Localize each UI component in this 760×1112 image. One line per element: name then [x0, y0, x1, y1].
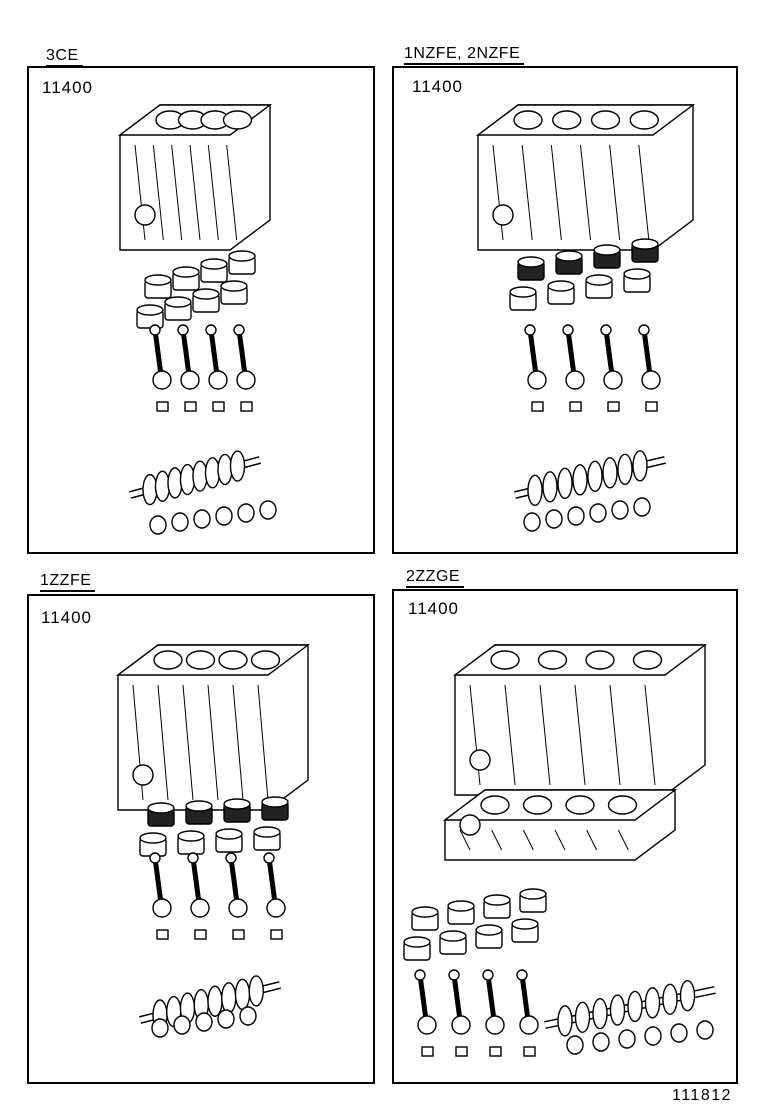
- pistons-1nzfe: [509, 238, 659, 311]
- connecting-rods-2zzge: [414, 969, 539, 1057]
- engine-label-2zzge: 2ZZGE: [406, 568, 465, 588]
- main-bearings-3ce: [149, 500, 277, 535]
- engine-label-1nzfe-2nzfe: 1NZFE, 2NZFE: [404, 45, 525, 65]
- connecting-rods-3ce: [149, 324, 256, 412]
- panel-3ce: 11400: [27, 66, 375, 554]
- panel-1zzfe: 11400: [27, 594, 375, 1084]
- crankshaft-1nzfe: [514, 450, 666, 507]
- crankshaft-3ce: [128, 450, 262, 506]
- pistons-1zzfe: [139, 796, 289, 857]
- main-bearings-1zzfe: [151, 1006, 257, 1038]
- cylinder-block-2zzge: [452, 644, 708, 796]
- main-bearings-1nzfe: [523, 497, 651, 532]
- main-bearings-2zzge: [566, 1020, 714, 1055]
- lower-crankcase-2zzge: [442, 789, 678, 861]
- part-number: 11400: [412, 77, 464, 96]
- engine-label-1zzfe: 1ZZFE: [40, 572, 96, 592]
- cylinder-block-1zzfe: [115, 644, 311, 811]
- part-number: 11400: [408, 599, 460, 618]
- crankshaft-2zzge: [544, 979, 716, 1037]
- panel-1nzfe-2nzfe: 11400: [392, 66, 738, 554]
- cylinder-block-3ce: [117, 104, 273, 251]
- part-number: 11400: [42, 78, 94, 97]
- panel-2zzge: 11400: [392, 589, 738, 1084]
- pistons-2zzge: [403, 888, 547, 961]
- figure-number: 111812: [672, 1087, 733, 1104]
- part-number: 11400: [41, 608, 93, 627]
- connecting-rods-1nzfe: [524, 324, 661, 412]
- connecting-rods-1zzfe: [149, 852, 286, 940]
- cylinder-block-1nzfe: [475, 104, 696, 251]
- pistons-3ce: [136, 250, 256, 329]
